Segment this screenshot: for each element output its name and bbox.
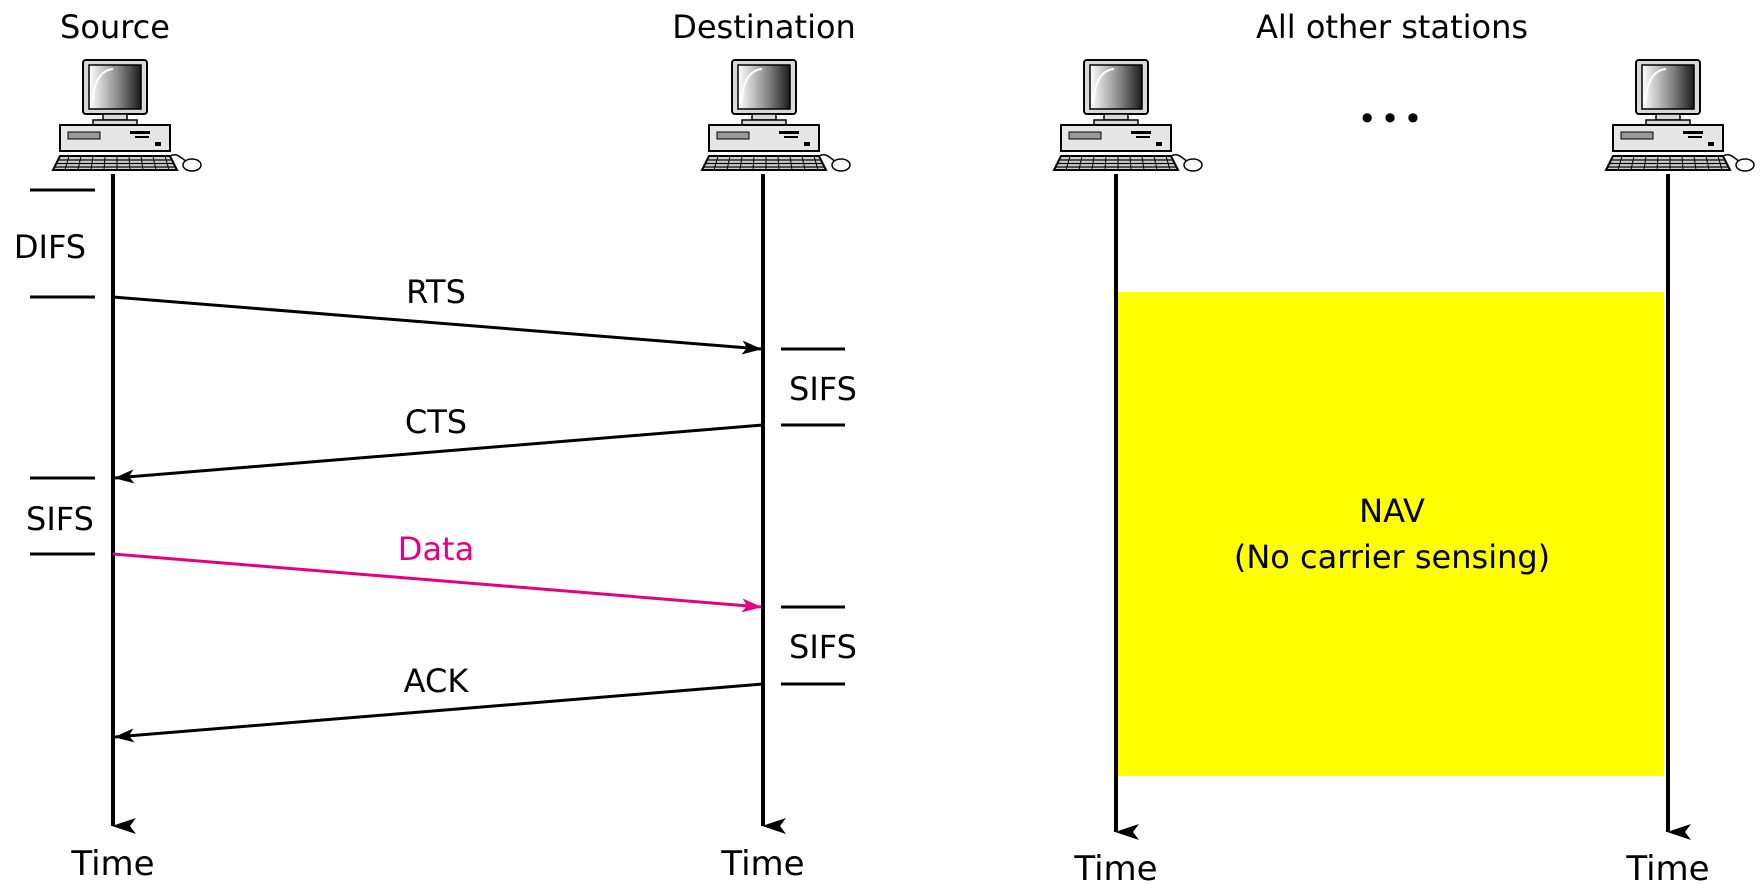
nav-subtitle: (No carrier sensing) [1234,538,1550,576]
other-stations-label: All other stations [1256,8,1528,46]
dest-sifs-1-label: SIFS [789,370,857,408]
data-arrow [112,552,762,613]
other-station-2-time-label: Time [1625,849,1709,884]
rts-arrow [112,295,762,355]
destination-computer-icon [701,59,851,172]
rts-label: RTS [406,273,466,311]
ack-label: ACK [404,662,470,700]
cts-arrow [114,423,764,484]
destination-label: Destination [672,8,856,46]
cts-label: CTS [405,403,467,441]
data-label: Data [398,530,474,568]
interval-ticks [30,188,845,686]
destination-time-label: Time [720,844,804,884]
source-difs-label: DIFS [14,228,86,266]
source-time-label: Time [70,844,154,884]
source-label: Source [60,8,170,46]
nav-region [1118,292,1664,776]
source-computer-icon [52,59,202,172]
dest-sifs-2-label: SIFS [789,628,857,666]
other-station-1-computer-icon [1053,59,1203,172]
source-sifs-label: SIFS [26,500,94,538]
ack-arrow [114,682,764,743]
other-station-1-time-label: Time [1073,849,1157,884]
nav-title: NAV [1359,492,1425,530]
ellipsis: ••• [1358,100,1427,138]
other-station-2-computer-icon [1605,59,1755,172]
